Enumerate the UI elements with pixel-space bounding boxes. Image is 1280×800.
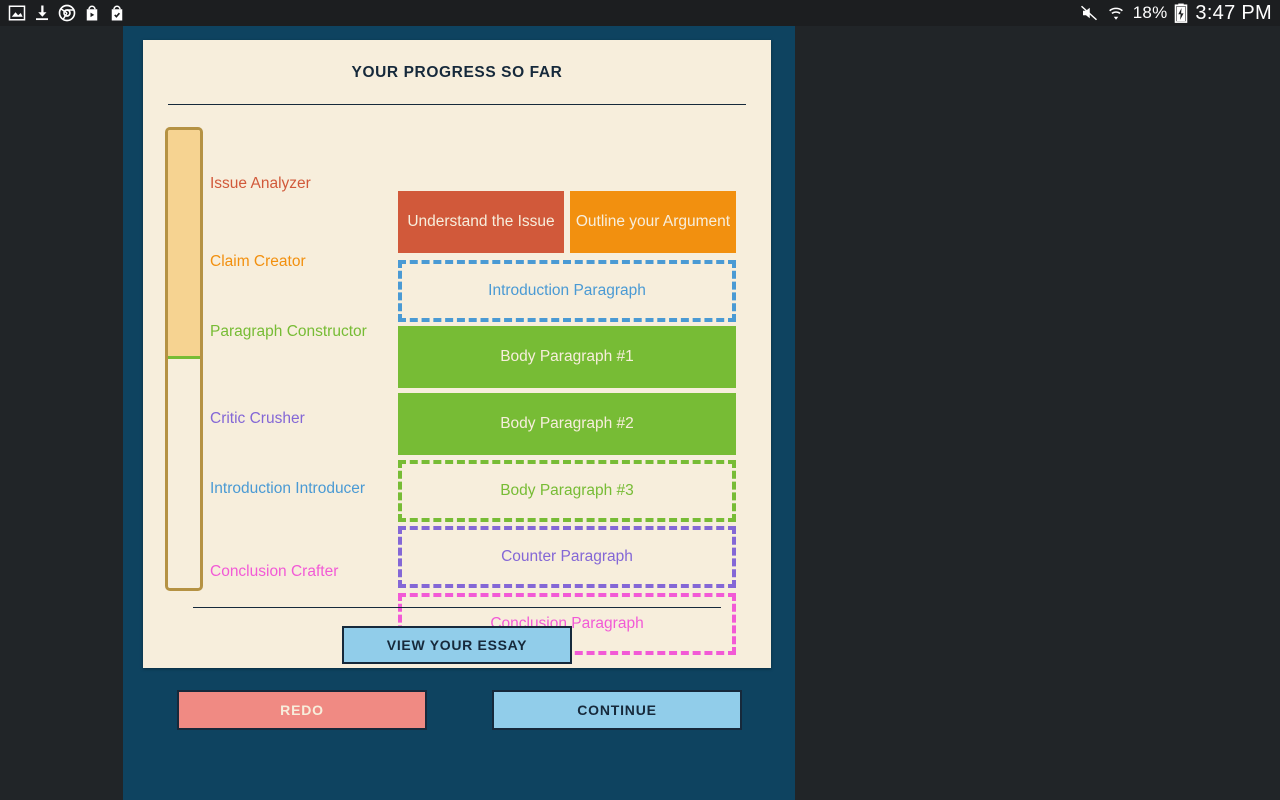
- page-title: YOUR PROGRESS SO FAR: [351, 64, 563, 81]
- stage-label-paragraph-constructor: Paragraph Constructor: [210, 323, 367, 340]
- status-bar-clock: 3:47 PM: [1195, 1, 1272, 24]
- stage-label-critic-crusher: Critic Crusher: [210, 410, 305, 427]
- action-button-row: REDO CONTINUE: [123, 690, 795, 740]
- status-bar-right-icons: 18% 3:47 PM: [1079, 2, 1272, 25]
- mute-icon: [1079, 4, 1099, 22]
- divider-bottom: [193, 607, 721, 608]
- stage-block-row: Understand the Issue Outline your Argume…: [398, 191, 743, 253]
- battery-charging-icon: [1174, 3, 1188, 23]
- view-essay-row: VIEW YOUR ESSAY: [143, 626, 771, 664]
- progress-meter: [165, 127, 203, 591]
- paragraph-block-body-paragraph-2[interactable]: Body Paragraph #2: [398, 393, 736, 455]
- stage-block-understand-the-issue[interactable]: Understand the Issue: [398, 191, 564, 253]
- stage-label-claim-creator: Claim Creator: [210, 253, 306, 270]
- paragraph-block-counter-paragraph[interactable]: Counter Paragraph: [398, 526, 736, 588]
- battery-percentage: 18%: [1132, 3, 1168, 22]
- wifi-icon: [1106, 4, 1126, 22]
- paragraph-block-body-paragraph-3[interactable]: Body Paragraph #3: [398, 460, 736, 522]
- android-status-bar: 18% 3:47 PM: [0, 0, 1280, 26]
- download-icon: [33, 4, 51, 22]
- status-bar-left-icons: [8, 4, 126, 22]
- stage-label-introduction-introducer: Introduction Introducer: [210, 480, 366, 497]
- paragraph-block-body-paragraph-1[interactable]: Body Paragraph #1: [398, 326, 736, 388]
- stage-label-issue-analyzer: Issue Analyzer: [210, 175, 311, 192]
- continue-button[interactable]: CONTINUE: [492, 690, 742, 730]
- paragraph-block-introduction-paragraph[interactable]: Introduction Paragraph: [398, 260, 736, 322]
- chrome-icon: [58, 4, 76, 22]
- divider-top: [168, 104, 746, 105]
- stage-label-conclusion-crafter: Conclusion Crafter: [210, 563, 339, 580]
- progress-meter-fill: [168, 130, 200, 359]
- view-your-essay-button[interactable]: VIEW YOUR ESSAY: [342, 626, 572, 664]
- app-installed-icon: [108, 4, 126, 22]
- stage-block-outline-your-argument[interactable]: Outline your Argument: [570, 191, 736, 253]
- redo-button[interactable]: REDO: [177, 690, 427, 730]
- image-icon: [8, 4, 26, 22]
- play-store-icon: [83, 4, 101, 22]
